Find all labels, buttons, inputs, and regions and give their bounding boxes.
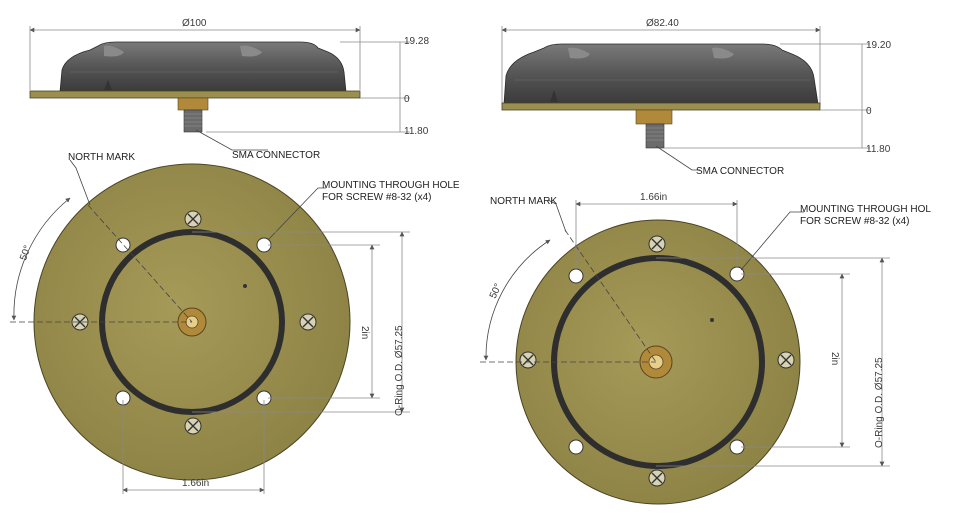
- right-height-bottom: 11.80: [866, 144, 891, 155]
- left-hole-spacing-label: 1.66in: [182, 478, 209, 489]
- right-height-top: 19.20: [866, 40, 891, 51]
- left-height-zero: 0: [404, 94, 410, 105]
- left-diameter-label: Ø100: [182, 18, 207, 29]
- left-height-bottom: 11.80: [404, 126, 429, 137]
- right-mount-label-line2: FOR SCREW #8-32 (x4): [800, 216, 909, 227]
- left-angle-label: 50°: [18, 244, 34, 262]
- right-mount-hole: [568, 439, 584, 455]
- right-north-label: NORTH MARK: [490, 196, 557, 207]
- right-angle-label: 50°: [488, 282, 504, 300]
- right-side-view: Ø82.40 19.20 0 11.80 SMA CONNECTOR: [501, 18, 891, 177]
- left-sma-connector: [177, 97, 209, 111]
- right-diameter-label: Ø82.40: [646, 18, 679, 29]
- right-screw: [777, 351, 795, 369]
- left-vertical-spacing-label: 2in: [359, 326, 370, 339]
- left-screw: [184, 210, 202, 228]
- left-north-label: NORTH MARK: [68, 152, 135, 163]
- right-base-plate: [501, 102, 821, 111]
- left-top-view: 50° NORTH MARK MOUNTING THROUGH HOLE FOR…: [10, 152, 460, 494]
- left-mount-label-line2: FOR SCREW #8-32 (x4): [322, 192, 431, 203]
- right-oring-label: O-Ring O.D. Ø57.25: [874, 357, 885, 448]
- right-height-zero: 0: [866, 106, 872, 117]
- right-screw: [519, 351, 537, 369]
- left-base-plate: [29, 90, 361, 99]
- left-screw: [299, 313, 317, 331]
- left-sma-label: SMA CONNECTOR: [232, 150, 320, 161]
- right-mount-hole: [568, 268, 584, 284]
- left-oring-label: O-Ring O.D. Ø57.25: [394, 325, 405, 416]
- left-screw: [184, 417, 202, 435]
- left-height-top: 19.28: [404, 36, 429, 47]
- right-vertical-spacing-label: 2in: [829, 352, 840, 365]
- right-hole-spacing-label: 1.66in: [640, 192, 667, 203]
- right-mount-label-line1: MOUNTING THROUGH HOL: [800, 204, 931, 215]
- left-housing: [59, 41, 347, 93]
- right-sma-connector: [635, 109, 673, 125]
- right-screw: [648, 235, 666, 253]
- right-screw: [648, 469, 666, 487]
- left-side-view: Ø100 19.28 0 11.80 SMA CONNECTOR: [29, 18, 429, 161]
- right-housing: [503, 43, 819, 105]
- left-mount-hole: [115, 237, 131, 253]
- right-sma-label: SMA CONNECTOR: [696, 166, 784, 177]
- right-top-view: 50° NORTH MARK MOUNTING THROUGH HOL FOR …: [480, 192, 931, 505]
- left-mount-label-line1: MOUNTING THROUGH HOLE: [322, 180, 460, 191]
